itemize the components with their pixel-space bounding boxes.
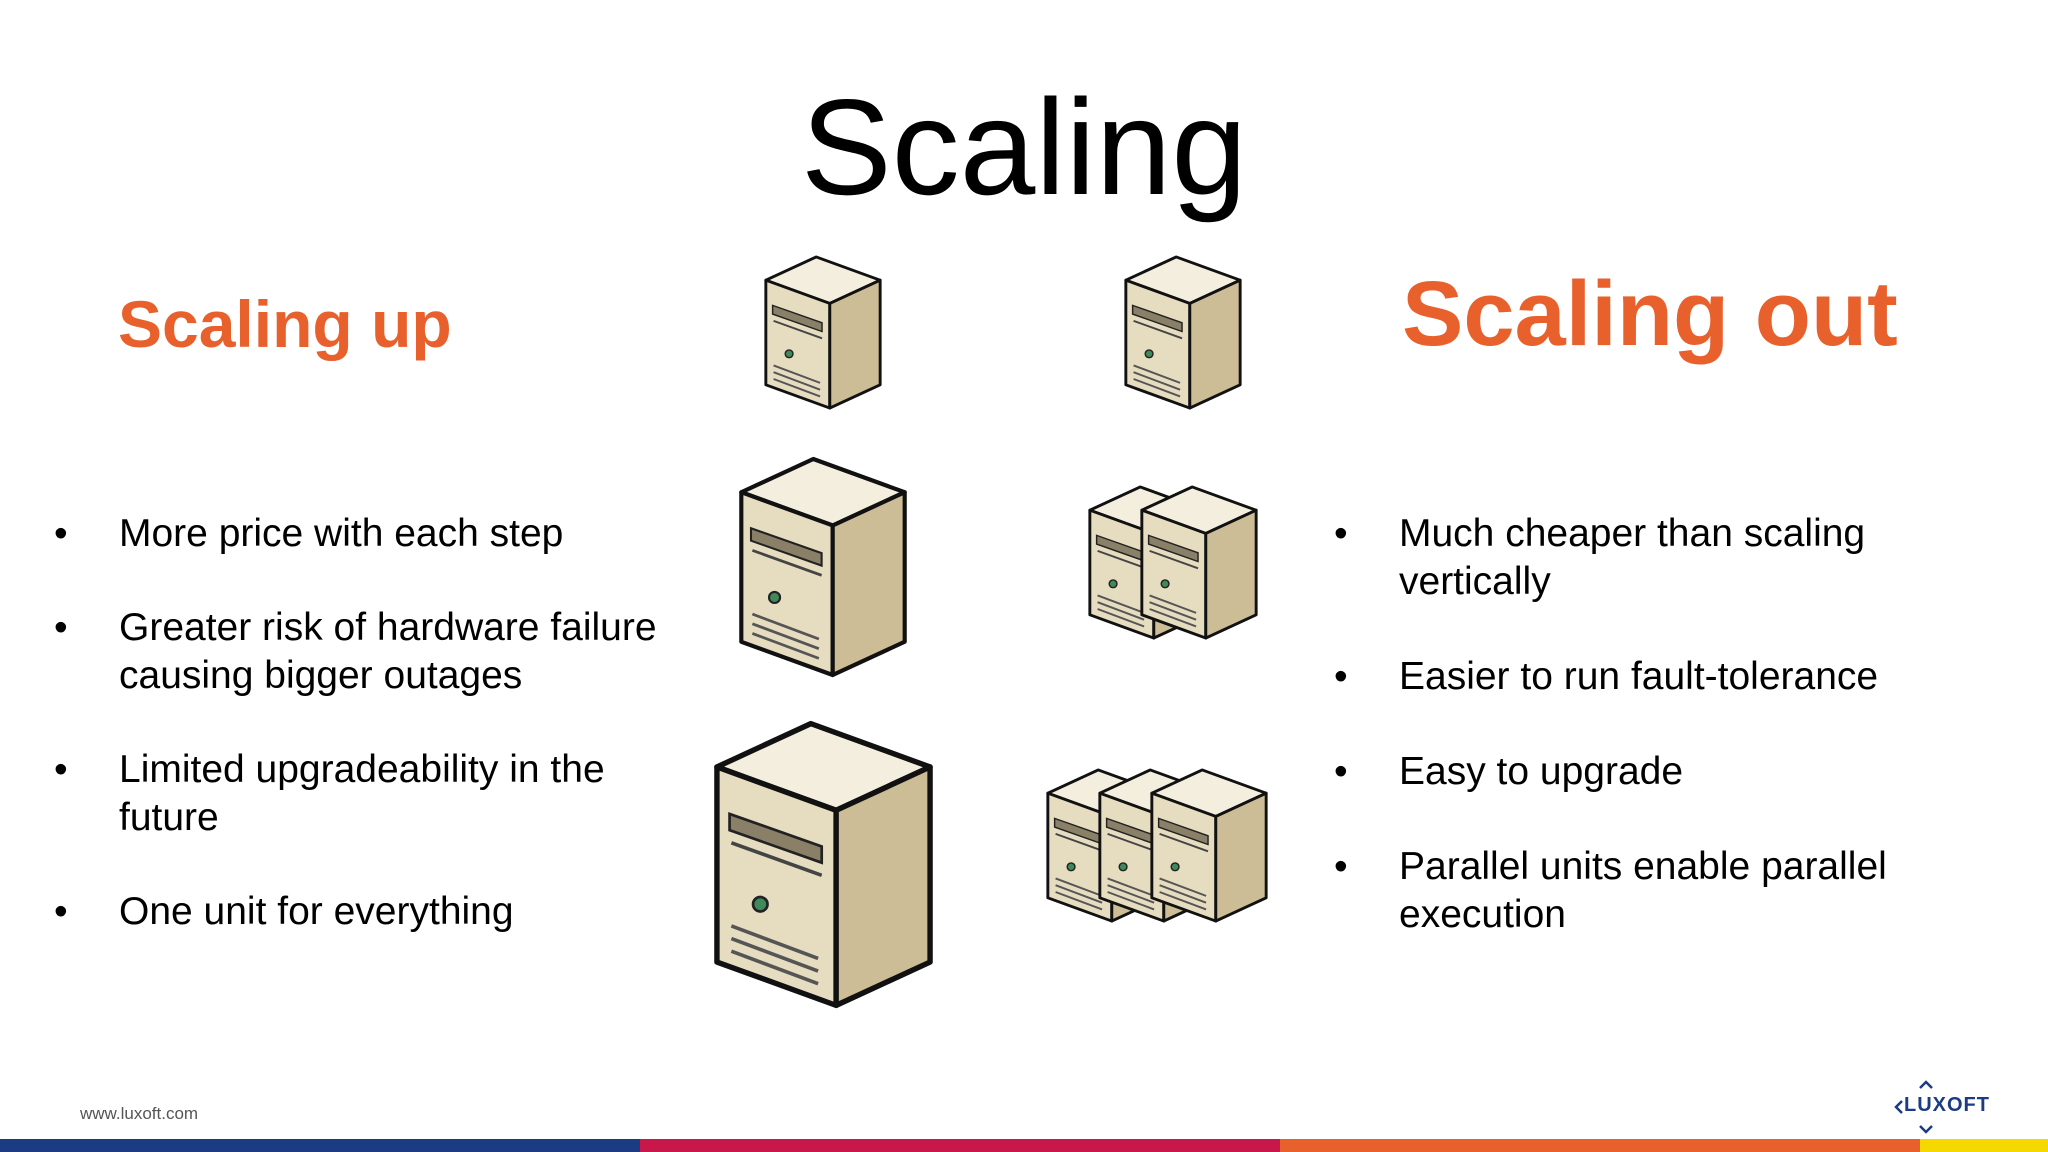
bullet-text: More price with each step: [119, 512, 564, 555]
footer-stripe-blue: [0, 1139, 640, 1152]
footer-stripe-orange: [1280, 1139, 1920, 1152]
server-illustration: [690, 255, 1268, 1020]
scaling-up-bullet-list: • More price with each step • Greater risk…: [50, 510, 690, 982]
bullet-marker: •: [54, 748, 68, 791]
bullet-text: Much cheaper than scaling vertically: [1399, 512, 1866, 603]
bullet-text: Easier to run fault-tolerance: [1399, 655, 1879, 698]
bullet-marker: •: [1334, 512, 1348, 555]
bullet-item: • More price with each step: [50, 510, 690, 558]
bullet-item: • Parallel units enable parallel executio…: [1330, 843, 1990, 939]
bullet-marker: •: [1334, 655, 1348, 698]
luxoft-logo-text: LUXOFT: [1904, 1094, 1990, 1116]
server-tower-icon: [1150, 768, 1268, 923]
scaling-out-bullet-list: • Much cheaper than scaling vertically • E…: [1330, 510, 1990, 986]
bullet-item: • Greater risk of hardware failure causin…: [50, 604, 690, 700]
bullet-text: One unit for everything: [119, 890, 514, 933]
server-tower-icon: [764, 255, 882, 410]
bullet-text: Parallel units enable parallel execution: [1399, 845, 1887, 936]
server-tower-icon: [717, 724, 930, 1006]
bullet-item: • Limited upgradeability in the future: [50, 746, 690, 842]
bullet-item: • One unit for everything: [50, 888, 690, 936]
luxoft-logo: [1894, 1080, 1933, 1134]
server-tower-icon: [1140, 485, 1258, 640]
footer-stripe-yellow: [1920, 1139, 2048, 1152]
bullet-marker: •: [1334, 845, 1348, 888]
bullet-text: Easy to upgrade: [1399, 750, 1684, 793]
bullet-marker: •: [54, 890, 68, 933]
scaling-up-heading: Scaling up: [118, 287, 452, 361]
bullet-item: • Easier to run fault-tolerance: [1330, 653, 1990, 701]
bullet-text: Greater risk of hardware failure causing…: [119, 606, 657, 697]
bullet-item: • Much cheaper than scaling vertically: [1330, 510, 1990, 606]
server-tower-icon: [1124, 255, 1242, 410]
footer-stripe-red: [640, 1139, 1280, 1152]
bullet-marker: •: [54, 512, 68, 555]
bullet-marker: •: [54, 606, 68, 649]
scaling-out-heading: Scaling out: [1402, 263, 1898, 365]
bullet-text: Limited upgradeability in the future: [119, 748, 605, 839]
slide-title: Scaling: [800, 71, 1248, 223]
server-tower-icon: [741, 459, 904, 675]
bullet-marker: •: [1334, 750, 1348, 793]
footer-url: www.luxoft.com: [80, 1104, 199, 1123]
bullet-item: • Easy to upgrade: [1330, 748, 1990, 796]
